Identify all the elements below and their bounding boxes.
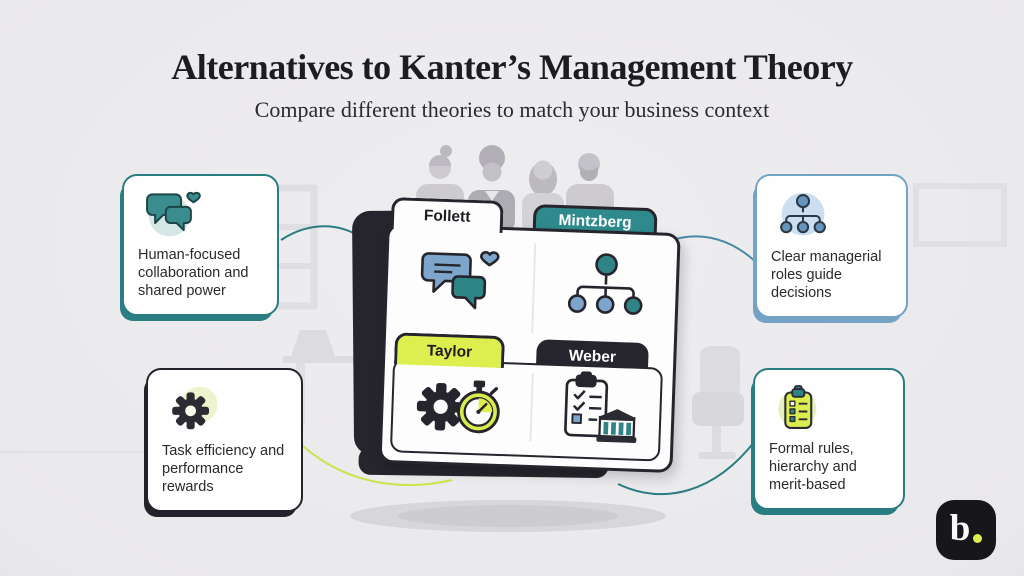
card-text: Human-focused collaboration and shared p… (138, 247, 249, 300)
folder-ground-shadow (350, 500, 666, 532)
card-human-collaboration: Human-focused collaboration and shared p… (122, 174, 279, 316)
card-text: Formal rules, hierarchy and merit-based (769, 441, 857, 494)
quadrant-follett (386, 230, 533, 335)
brand-logo-letter: b (949, 507, 971, 549)
folder-body: Weber Taylor (378, 222, 681, 474)
brand-logo: b (936, 500, 996, 560)
tab-follett: Follett (390, 197, 504, 233)
gear-stopwatch-icon (416, 380, 500, 434)
quadrant-mintzberg (534, 235, 677, 340)
chat-bubbles-heart-icon (146, 191, 201, 237)
card-text: Task efficiency and performance rewards (162, 443, 285, 496)
tab-taylor: Taylor (393, 332, 506, 369)
gear-icon (172, 386, 218, 430)
clipboard-bank-icon (564, 371, 637, 443)
card-managerial-roles: Clear managerial roles guide decisions (755, 174, 908, 318)
quadrant-taylor (392, 360, 531, 449)
org-chart-icon (567, 253, 643, 315)
org-chart-icon (780, 192, 826, 236)
clipboard-checklist-icon (778, 385, 817, 429)
chat-bubbles-heart-icon (420, 251, 500, 310)
quadrant-weber (532, 365, 661, 453)
brand-logo-dot (973, 533, 983, 543)
page-subtitle: Compare different theories to match your… (254, 97, 770, 122)
card-text: Clear managerial roles guide decisions (771, 249, 882, 302)
card-task-efficiency: Task efficiency and performance rewards (146, 368, 303, 512)
folder-inner-body (389, 358, 664, 462)
tab-label: Taylor (426, 341, 473, 361)
theories-folder: Mintzberg Follett (351, 197, 682, 479)
chair-illustration (692, 346, 744, 459)
page-title: Alternatives to Kanter’s Management Theo… (171, 47, 853, 87)
tab-label: Follett (423, 206, 471, 226)
card-formal-rules: Formal rules, hierarchy and merit-based (753, 368, 905, 510)
connector-bottom-right (617, 440, 756, 496)
wall-frame-illustration (913, 183, 1007, 247)
connector-bottom-left (302, 445, 453, 486)
